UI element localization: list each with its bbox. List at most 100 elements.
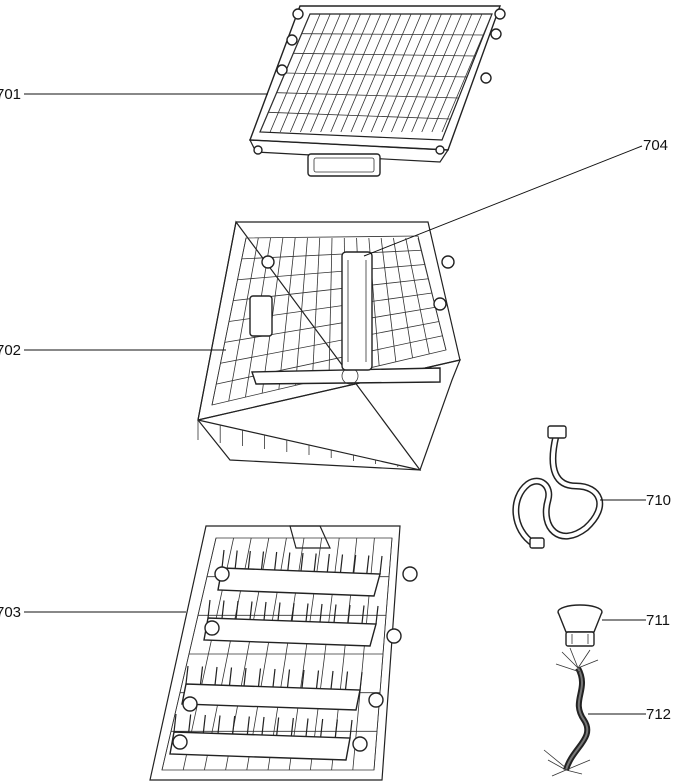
wire-segment [300, 552, 304, 572]
wire-segment [393, 237, 413, 358]
wire-segment [234, 550, 238, 569]
wire-segment [577, 659, 599, 669]
wire-segment [173, 713, 177, 733]
wire-segment [330, 13, 382, 133]
part-labels: 701 702 703 704 710 711 712 [0, 86, 671, 723]
wire-segment [328, 237, 333, 378]
wire-segment [431, 13, 483, 133]
wire-segment [284, 72, 468, 78]
wire-segment [272, 668, 276, 688]
wire-segment [277, 602, 281, 621]
cutlery-tray-illustration [249, 5, 506, 177]
wire-segment [185, 665, 189, 685]
wire-segment [276, 717, 280, 736]
wire-segment [315, 670, 320, 689]
wire-segment [257, 668, 262, 687]
wire-segment [214, 666, 218, 686]
wire-segment [313, 553, 317, 572]
wire-segment [353, 554, 357, 574]
wire-segment [247, 550, 251, 570]
wire-segment [569, 647, 579, 669]
leader-lines [24, 93, 646, 715]
wire-segment [293, 52, 476, 57]
leader-704 [363, 145, 643, 257]
wire-segment [243, 667, 247, 687]
hose-illustration [512, 425, 604, 549]
wire-segment [228, 667, 233, 686]
wire-segment [260, 551, 265, 570]
wire-segment [320, 718, 324, 738]
part-number-704: 704 [643, 137, 668, 154]
wire-segment [421, 13, 473, 133]
wire-segment [360, 13, 412, 133]
wire-segment [217, 715, 221, 734]
knob-illustration [557, 604, 603, 647]
wire-segment [565, 769, 583, 775]
part-number-710: 710 [646, 492, 671, 509]
wire-segment [547, 759, 567, 771]
wire-segment [305, 718, 309, 737]
wire-segment [232, 715, 236, 735]
wire-segment [366, 555, 370, 574]
wire-segment [543, 749, 567, 769]
part-number-701: 701 [0, 86, 21, 103]
wire-segment [274, 551, 278, 571]
wire-segment [555, 663, 581, 673]
wire-segment [221, 600, 225, 619]
part-number-711: 711 [646, 612, 670, 629]
wire-segment [246, 716, 250, 735]
wire-segment [221, 549, 225, 569]
wire-segment [375, 605, 379, 625]
wire-segment [361, 605, 365, 624]
wire-segment [326, 553, 330, 573]
wire-segment [263, 601, 267, 621]
wire-segment [380, 237, 397, 362]
wire-segment [188, 714, 192, 733]
wire-segment [276, 92, 459, 99]
wire-segment [411, 13, 463, 133]
wire-segment [311, 237, 321, 382]
wire-segment [380, 13, 432, 133]
wire-segment [330, 670, 334, 690]
wire-segment [290, 717, 294, 737]
wire-segment [286, 669, 291, 688]
wire-segment [401, 13, 452, 133]
wire-segment [305, 603, 309, 622]
wire-segment [320, 13, 372, 133]
wire-segment [268, 111, 451, 120]
wire-segment [261, 716, 265, 736]
wire-segment [577, 649, 591, 669]
wire-segment [370, 13, 422, 133]
wire-segment [347, 604, 351, 624]
wire-segment [350, 13, 402, 133]
wire-segment [340, 13, 392, 133]
wire-segment [301, 33, 484, 36]
wire-segment [349, 719, 353, 739]
lower-basket-illustration [149, 525, 418, 781]
wire-segment [391, 13, 442, 133]
wire-harness-illustration [543, 647, 599, 777]
part-number-702: 702 [0, 342, 21, 359]
wire-segment [291, 602, 295, 622]
wire-segment [237, 264, 426, 281]
wire-segment [565, 759, 591, 771]
wire-segment [333, 604, 337, 623]
wire-segment [339, 554, 344, 573]
wire-segment [249, 601, 253, 620]
wire-segment [334, 719, 338, 738]
wire-segment [359, 671, 363, 691]
wire-segment [287, 552, 291, 571]
wire-segment [207, 599, 211, 619]
wire-segment [379, 555, 383, 575]
wire-segment [405, 237, 430, 355]
wire-segment [199, 666, 204, 685]
wire-segment [551, 769, 567, 777]
upper-basket-illustration [197, 220, 461, 471]
wire-segment [319, 603, 323, 623]
part-number-703: 703 [0, 604, 21, 621]
wire-segment [561, 651, 579, 669]
wire-segment [301, 669, 305, 689]
wire-segment [441, 13, 493, 133]
wire-segment [417, 237, 447, 351]
